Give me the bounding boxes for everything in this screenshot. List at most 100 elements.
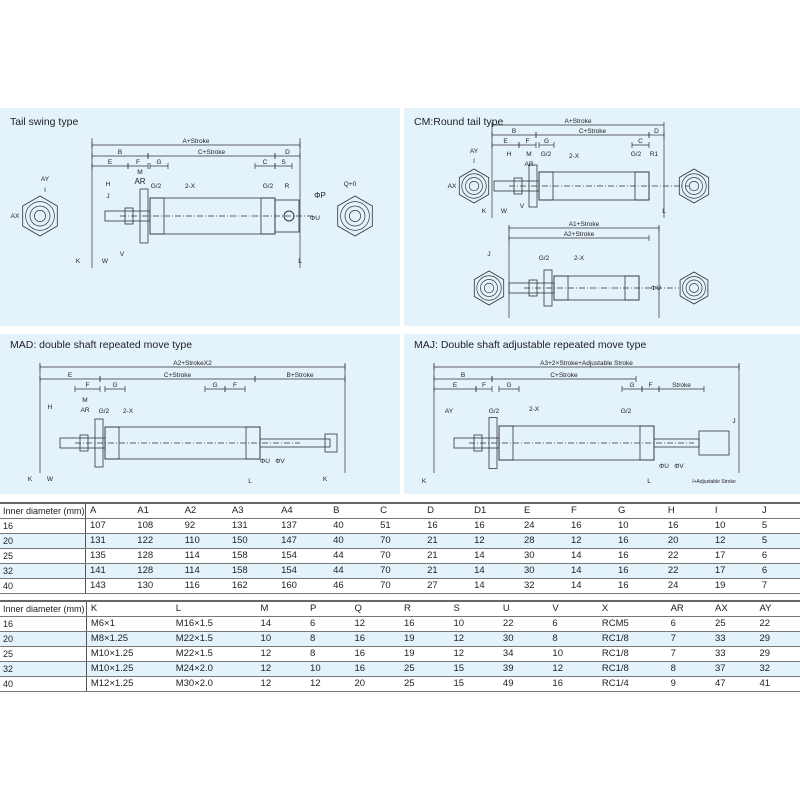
dimension-label: B [461, 372, 465, 379]
dimension-label: S [281, 159, 286, 166]
end-view-circle [468, 180, 480, 192]
end-view-circle [29, 205, 51, 227]
dimension-label: G [629, 382, 634, 389]
dimension-label: H [48, 404, 53, 411]
table-cell: 12 [449, 646, 499, 662]
front-cap [498, 425, 514, 461]
table-cell: 51 [376, 518, 424, 534]
dimension-label: AR [524, 161, 533, 168]
table-cell: M10×1.25 [86, 661, 172, 677]
dimension-label: M [526, 151, 531, 158]
dimension-label: R1 [650, 151, 659, 158]
table-cell: M16×1.5 [171, 616, 257, 632]
dimension-label: G/2 [489, 408, 500, 415]
dimension-label: V [520, 203, 525, 210]
table-cell: 16 [423, 518, 471, 534]
dimension-label: G [544, 138, 549, 145]
table-cell: 14 [567, 563, 614, 579]
column-header: A4 [277, 502, 330, 519]
table-cell: 12 [306, 676, 351, 692]
table-cell: 110 [180, 533, 228, 549]
table-cell: 16 [0, 518, 86, 534]
table-cell: 14 [470, 548, 520, 564]
table-cell: 21 [423, 563, 471, 579]
column-header: A [85, 502, 134, 519]
table-cell: 162 [227, 578, 278, 594]
table-cell: 17 [710, 563, 758, 579]
table-cell: M6×1 [86, 616, 172, 632]
rod-nut [528, 279, 538, 297]
dimension-label: Q+0 [344, 181, 357, 188]
table-cell: 33 [711, 646, 756, 662]
dimension-label: A1+Stroke [569, 221, 600, 228]
table-cell: 37 [711, 661, 756, 677]
table-cell: 7 [666, 631, 711, 647]
rear-rod-nut [324, 433, 338, 453]
table-cell: RC1/8 [597, 661, 667, 677]
table-cell: 25 [399, 676, 450, 692]
dimension-label: G/2 [151, 183, 162, 190]
end-view-circle [465, 177, 483, 195]
table-cell: 19 [399, 646, 450, 662]
dimension-label: C [263, 159, 268, 166]
table-cell: 107 [85, 518, 134, 534]
table-cell: 10 [449, 616, 499, 632]
dimension-label: 2-X [185, 183, 196, 190]
table-cell: 20 [0, 533, 86, 549]
table-cell: 29 [755, 631, 800, 647]
table-cell: 7 [666, 646, 711, 662]
dimension-label: J [732, 418, 735, 425]
adjuster-body [698, 430, 730, 456]
dimension-label: E [453, 382, 458, 389]
table-cell: 16 [614, 533, 664, 549]
table-cell: 16 [614, 578, 664, 594]
dimension-label: M [82, 397, 87, 404]
table-cell: 39 [498, 661, 549, 677]
table-cell: 14 [470, 578, 520, 594]
dimension-label: V [120, 251, 125, 258]
dimension-label: D [285, 149, 290, 156]
table-cell: 32 [0, 661, 87, 677]
dimension-label: 2-X [569, 153, 580, 160]
dimension-label: J [106, 193, 109, 200]
table-cell: 16 [0, 616, 87, 632]
end-view-circle [681, 173, 707, 199]
front-cap [553, 275, 569, 301]
column-header: AR [666, 600, 711, 617]
column-header: V [548, 600, 598, 617]
dimension-label: ΦU [260, 458, 270, 465]
end-view-circle [682, 276, 706, 300]
end-view-circle [344, 205, 366, 227]
table-cell: 6 [548, 616, 598, 632]
end-view-circle [685, 279, 703, 297]
end-view-circle [688, 180, 700, 192]
dimension-label: 2-X [529, 406, 540, 413]
table-cell: 46 [329, 578, 377, 594]
table-cell: 16 [614, 548, 664, 564]
dimension-label: AY [470, 148, 479, 155]
column-header: AY [755, 600, 800, 617]
table-cell: 40 [329, 533, 377, 549]
dimension-label: AY [41, 176, 50, 183]
hex-end-view [678, 168, 710, 204]
dimension-label: AX [11, 213, 20, 220]
table-cell: M10×1.25 [86, 646, 172, 662]
table-cell: 12 [567, 533, 614, 549]
column-header: B [329, 502, 377, 519]
table-cell: 141 [85, 563, 134, 579]
dimension-label: 2-X [574, 255, 585, 262]
table-cell: 33 [711, 631, 756, 647]
table-cell: 131 [227, 518, 278, 534]
dimension-label: ΦU [310, 215, 320, 222]
table-cell: 16 [350, 646, 400, 662]
dimension-label: E [503, 138, 508, 145]
table-cell: 130 [133, 578, 181, 594]
dimension-label: G [112, 382, 117, 389]
